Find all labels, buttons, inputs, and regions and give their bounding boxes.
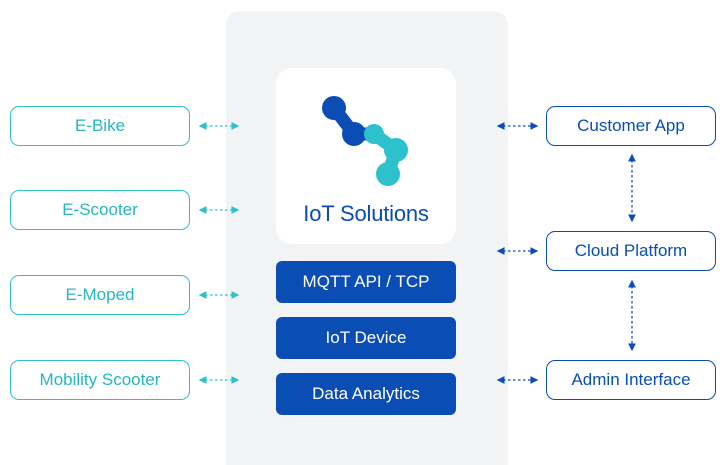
data-analytics-block: Data Analytics (276, 373, 456, 415)
iot-device-block: IoT Device (276, 317, 456, 359)
e-moped-box: E-Moped (10, 275, 190, 315)
mobility-scooter-box: Mobility Scooter (10, 360, 190, 400)
mqtt-api-block: MQTT API / TCP (276, 261, 456, 303)
e-scooter-box: E-Scooter (10, 190, 190, 230)
iot-solutions-title: IoT Solutions (303, 201, 429, 226)
cloud-platform-box: Cloud Platform (546, 231, 716, 271)
customer-app-box: Customer App (546, 106, 716, 146)
e-bike-box: E-Bike (10, 106, 190, 146)
iot-logo-card: IoT Solutions (276, 68, 456, 244)
iot-molecule-icon (322, 96, 408, 186)
admin-interface-box: Admin Interface (546, 360, 716, 400)
